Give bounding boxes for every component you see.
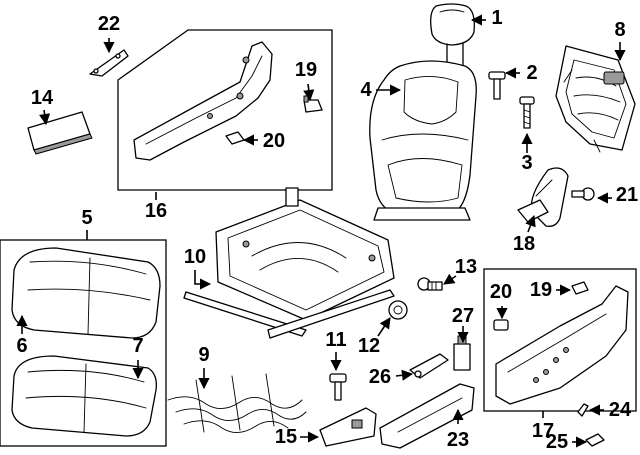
bolt-part xyxy=(519,96,535,129)
callout-15: 15 xyxy=(274,426,298,448)
callout-24: 24 xyxy=(608,399,632,421)
callout-18: 18 xyxy=(512,233,536,255)
screw-part xyxy=(571,187,595,201)
callout-11: 11 xyxy=(325,329,347,351)
callout-9: 9 xyxy=(198,344,210,366)
upper-knob-part xyxy=(303,95,323,113)
outer-shield-part xyxy=(495,285,629,405)
end-cap-part xyxy=(585,433,605,447)
callout-7: 7 xyxy=(132,335,144,357)
callout-25: 25 xyxy=(545,431,569,453)
lever-part xyxy=(577,403,589,417)
spring-part xyxy=(167,373,307,433)
callout-19-lower: 19 xyxy=(529,279,553,301)
cushion-pad-part xyxy=(11,355,157,437)
clip-part xyxy=(89,49,129,77)
small-panel-part xyxy=(319,407,377,447)
group-box-5 xyxy=(0,239,167,447)
group-box-16 xyxy=(117,29,333,191)
callout-3: 3 xyxy=(521,152,533,174)
upper-cap-part xyxy=(225,131,245,145)
callout-26: 26 xyxy=(368,366,392,388)
callout-14: 14 xyxy=(30,87,54,109)
connector-part xyxy=(453,335,471,371)
callout-17: 17 xyxy=(531,420,555,442)
seat-track-frame-part xyxy=(183,187,395,339)
pad-part xyxy=(27,111,93,155)
track-bolt-part xyxy=(417,277,443,291)
lower-knob-part xyxy=(571,281,589,295)
callout-12: 12 xyxy=(357,335,381,357)
callout-19-upper: 19 xyxy=(294,59,318,81)
leader-lines xyxy=(16,14,626,448)
callout-22: 22 xyxy=(97,13,121,35)
callout-20-lower: 20 xyxy=(489,281,513,303)
inner-shield-part xyxy=(133,41,273,161)
seat-back-part xyxy=(369,60,477,221)
harness-part xyxy=(409,353,449,379)
callout-1: 1 xyxy=(491,7,503,29)
callout-6: 6 xyxy=(16,335,28,357)
callout-23: 23 xyxy=(446,429,470,451)
callout-13: 13 xyxy=(454,256,478,278)
seat-back-frame-part xyxy=(555,45,636,153)
callout-10: 10 xyxy=(183,246,207,268)
group-box-17 xyxy=(483,268,637,412)
callout-8: 8 xyxy=(614,19,626,41)
pin-part xyxy=(329,373,347,401)
callout-5: 5 xyxy=(81,207,93,229)
bushing-part xyxy=(388,300,408,320)
headrest-guide-part xyxy=(488,71,506,100)
callout-21: 21 xyxy=(615,184,639,206)
callout-20-upper: 20 xyxy=(262,130,286,152)
callout-2: 2 xyxy=(526,62,538,84)
callout-4: 4 xyxy=(360,79,372,101)
side-cover-part xyxy=(517,167,569,227)
callout-16: 16 xyxy=(144,200,168,222)
callout-27: 27 xyxy=(451,305,475,327)
seat-cushion-part xyxy=(11,247,161,339)
headrest-part xyxy=(430,3,475,73)
rail-cover-part xyxy=(379,383,475,449)
lower-cap-part xyxy=(493,319,509,331)
